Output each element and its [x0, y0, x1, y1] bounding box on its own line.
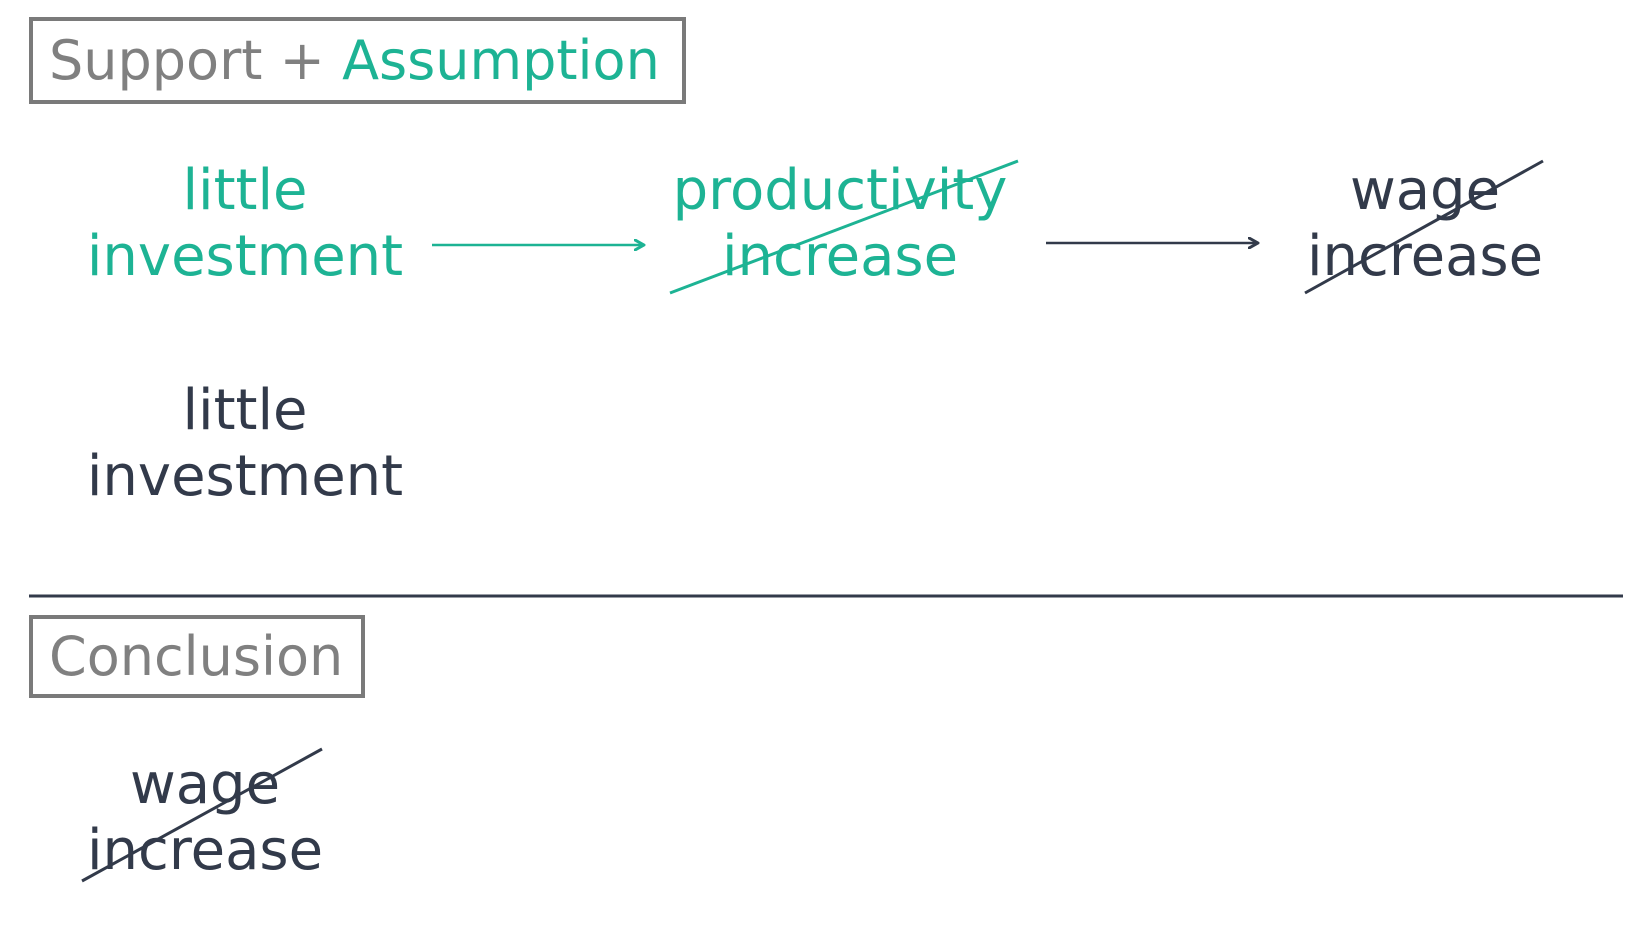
assumption-label: Assumption — [342, 28, 660, 92]
node-line2: increase — [1306, 224, 1544, 289]
node-line2: investment — [86, 224, 404, 289]
node-line1: wage — [1349, 158, 1501, 223]
conclusion-label: Conclusion — [49, 624, 344, 688]
support-label: Support — [49, 28, 263, 92]
node-conclusion-wage-increase: wage increase — [60, 752, 350, 884]
node-line2: increase — [86, 818, 324, 883]
support-assumption-box: Support + Assumption — [29, 17, 686, 104]
node-line1: wage — [129, 752, 281, 817]
node-little-investment-support: little investment — [60, 378, 430, 510]
node-line1: little — [182, 378, 308, 443]
node-wage-increase: wage increase — [1270, 158, 1580, 290]
node-line1: productivity — [672, 158, 1008, 223]
conclusion-box: Conclusion — [29, 615, 365, 698]
node-productivity-increase: productivity increase — [640, 158, 1040, 290]
plus-sign: + — [279, 28, 325, 92]
node-little-investment-assumption: little investment — [60, 158, 430, 290]
node-line2: investment — [86, 444, 404, 509]
node-line2: increase — [721, 224, 959, 289]
node-line1: little — [182, 158, 308, 223]
